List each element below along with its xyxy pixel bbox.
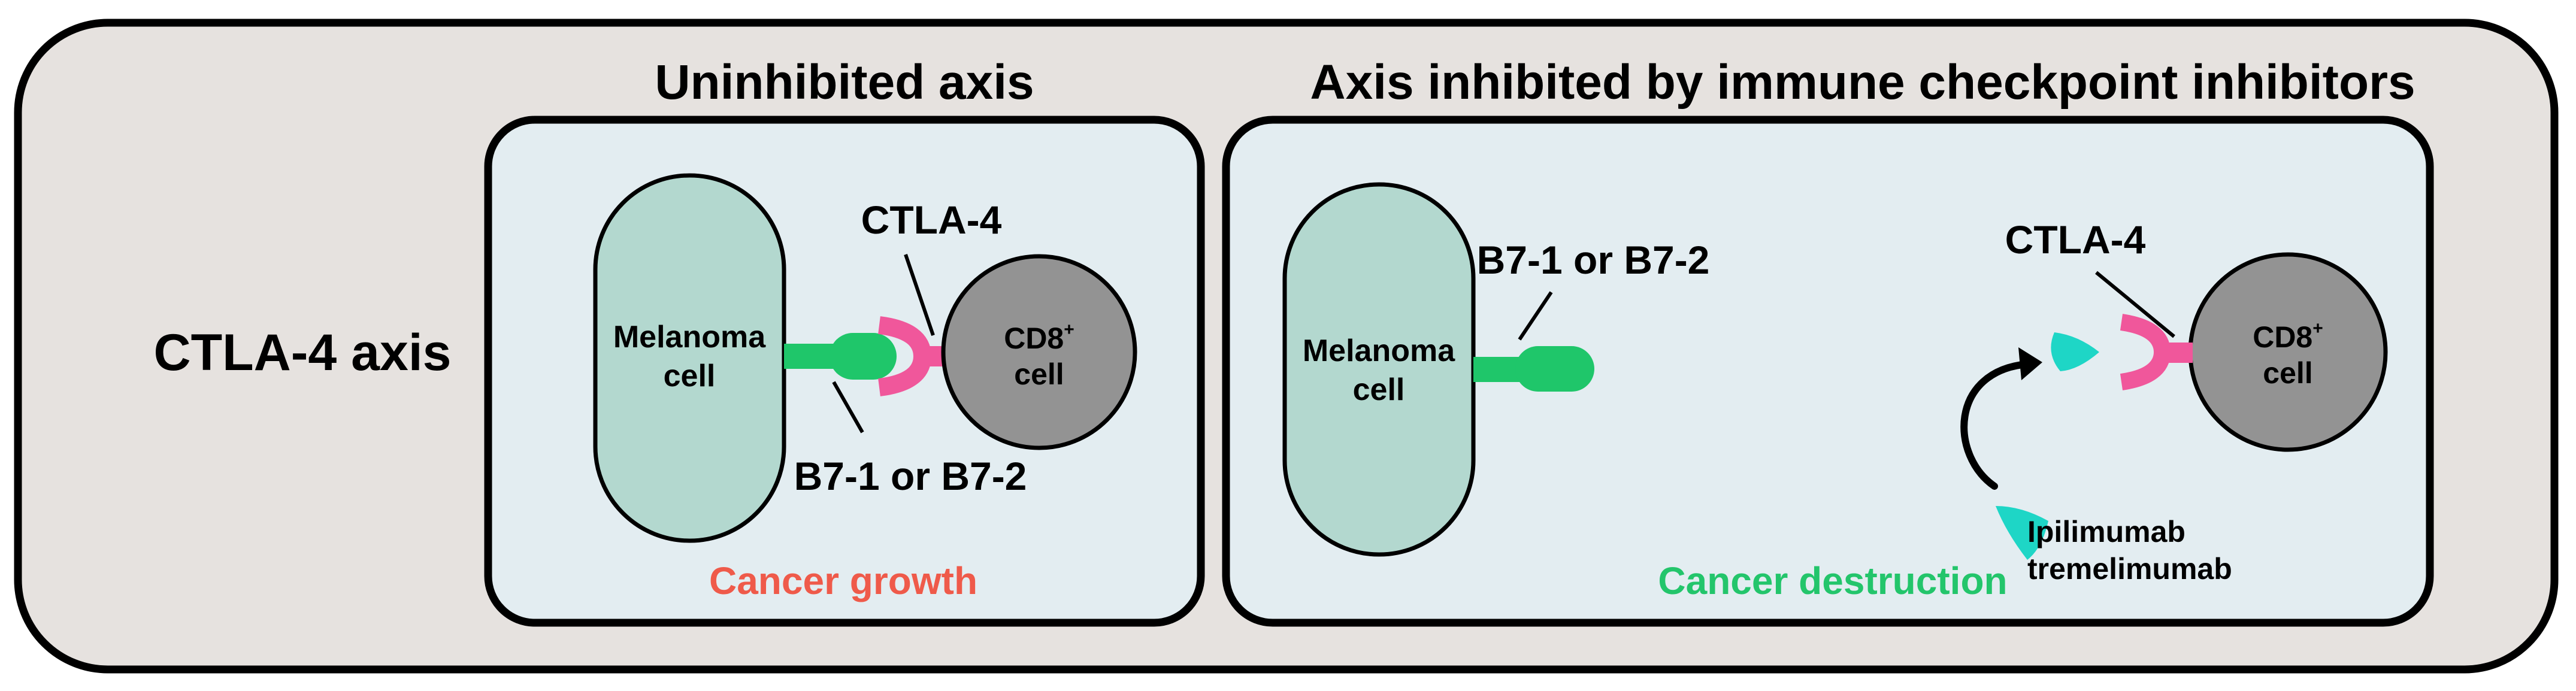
- ctla4-leader-line: [2095, 271, 2175, 338]
- uninhibited-title: Uninhibited axis: [655, 55, 1034, 110]
- b7-leader-line: [832, 381, 864, 434]
- axis-label: CTLA-4 axis: [153, 324, 451, 381]
- cd8-cell-label-line2: cell: [2263, 356, 2312, 390]
- cd8-cell-label-line2: cell: [1014, 357, 1064, 391]
- melanoma-cell-label-line2: cell: [664, 359, 716, 393]
- antibody-bound: [2051, 332, 2099, 371]
- binding-arrow: [1960, 360, 2031, 490]
- b7-ligand-head: [830, 333, 897, 380]
- b7-ligand-stalk: [784, 344, 838, 369]
- cancer-destruction-label: Cancer destruction: [1658, 559, 2007, 602]
- ctla4-label: CTLA-4: [2005, 217, 2146, 262]
- melanoma-cell: [1282, 182, 1476, 557]
- binding-arrowhead-icon: [2018, 347, 2042, 380]
- b7-label: B7-1 or B7-2: [794, 454, 1027, 498]
- inhibited-panel: Axis inhibited by immune checkpoint inhi…: [1222, 55, 2434, 627]
- ctla4-receptor-stalk: [2160, 343, 2193, 363]
- melanoma-cell-label-line1: Melanoma: [1303, 334, 1455, 368]
- antibody-free: [1996, 506, 2048, 560]
- melanoma-cell-label-line1: Melanoma: [613, 320, 766, 354]
- b7-ligand-head: [1515, 346, 1594, 392]
- cd8-cell-label-line1: CD8+: [2253, 319, 2323, 354]
- drug-name-line1: Ipilimumab: [2027, 515, 2185, 548]
- inhibited-title: Axis inhibited by immune checkpoint inhi…: [1310, 55, 2415, 110]
- b7-label: B7-1 or B7-2: [1477, 238, 1710, 282]
- cd8-cell: [941, 254, 1137, 450]
- cancer-growth-label: Cancer growth: [709, 559, 977, 602]
- inhibited-box: [1222, 116, 2434, 627]
- cd8-cell-label-line1: CD8+: [1004, 320, 1074, 355]
- uninhibited-panel: Uninhibited axis Melanoma cell CD8+ cell…: [484, 55, 1205, 627]
- ctla4-leader-line: [904, 254, 935, 336]
- drug-name-line2: tremelimumab: [2027, 552, 2232, 586]
- ctla4-label: CTLA-4: [861, 198, 1002, 242]
- melanoma-cell-label-line2: cell: [1353, 372, 1405, 407]
- b7-leader-line: [1518, 291, 1553, 341]
- melanoma-cell: [593, 173, 786, 543]
